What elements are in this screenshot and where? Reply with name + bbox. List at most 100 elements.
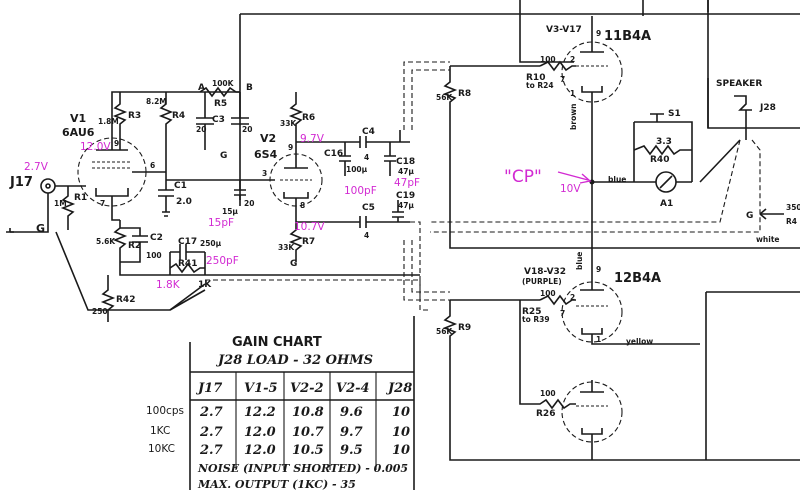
r26-label: R26 — [536, 409, 555, 419]
g-right-label: G — [746, 211, 753, 221]
c5-value: 4 — [364, 231, 369, 240]
v1-tube-type: 6AU6 — [62, 126, 95, 139]
r9-label: R9 — [458, 323, 471, 333]
r2-label: R2 — [128, 241, 141, 251]
c-small-label: 15µ — [222, 207, 238, 216]
top-rails — [239, 0, 800, 200]
gain-chart — [189, 316, 415, 490]
cell-r1-c1: 12.0 — [244, 425, 276, 440]
v3-pin1: 1 — [570, 89, 575, 98]
v18-pin7: 7 — [560, 309, 565, 318]
r1-resistor — [60, 186, 76, 230]
c2-label: C2 — [150, 233, 163, 243]
g-c3-label: G — [220, 151, 227, 161]
white-wire-label: white — [756, 235, 780, 244]
r3-value: 1.8M — [98, 117, 119, 126]
noise-note: NOISE (INPUT SHORTED) - 0.005 — [197, 462, 408, 475]
cell-r2-c3: 9.5 — [340, 443, 363, 458]
v1-pin6: 6 — [150, 161, 155, 170]
right-ground-arrow — [759, 208, 784, 220]
annotation-100pf: 100pF — [344, 185, 377, 197]
r26-tube — [519, 300, 623, 460]
r-right-label: R4 — [786, 217, 797, 226]
v1-pin5: 9 — [114, 139, 119, 148]
r3-label: R3 — [128, 111, 141, 121]
speaker-label: SPEAKER — [716, 79, 762, 89]
cell-r1-c3: 9.7 — [340, 425, 363, 440]
j17-connector — [6, 178, 86, 233]
cell-r2-c2: 10.5 — [292, 443, 324, 458]
r4-label: R4 — [172, 111, 185, 121]
c16-label: C16 — [324, 149, 343, 159]
annotation-12-0v: 12.0V — [80, 141, 111, 153]
r25-label: R25 — [522, 307, 541, 317]
c2-value: 100 — [146, 251, 162, 260]
cell-r2-c4: 10 — [392, 443, 410, 458]
r9-value: 56K — [436, 327, 453, 336]
r7-label: R7 — [302, 237, 315, 247]
annotation-10-7v: 10.7V — [294, 221, 325, 233]
r10-to: to R24 — [526, 81, 554, 90]
g-r7-label: G — [290, 259, 297, 269]
c4-label: C4 — [362, 127, 375, 137]
v3-pin2: 2 — [570, 55, 575, 64]
r5-value: 100K — [212, 79, 235, 88]
c1-value: 2.0 — [176, 197, 192, 207]
r8-r9 — [442, 65, 800, 461]
v3-pin7: 7 — [560, 75, 565, 84]
cell-r0-c2: 10.8 — [292, 405, 324, 420]
r40-value: 3.3 — [656, 137, 672, 147]
r6-label: R6 — [302, 113, 315, 123]
cell-r0-c0: 2.7 — [199, 405, 223, 420]
gain-chart-title: GAIN CHART — [232, 335, 322, 350]
blue-wire-label: blue — [608, 175, 626, 184]
purple-label: (PURPLE) — [522, 277, 562, 286]
r6-r7 — [288, 92, 304, 262]
annotation-9-7v: 9.7V — [300, 133, 325, 145]
coupling-caps — [296, 130, 410, 228]
cell-r0-c1: 12.2 — [244, 405, 276, 420]
j17-label: J17 — [9, 175, 33, 190]
col-header-v2-4: V2-4 — [336, 381, 370, 396]
col-header-j28: J28 — [385, 381, 412, 396]
cell-r0-c3: 9.6 — [340, 405, 363, 420]
r8-value: 56K — [436, 93, 453, 102]
max-output-note: MAX. OUTPUT (1KC) - 35 — [197, 478, 356, 491]
annotation-15pf: 15pF — [208, 217, 234, 229]
c1-label: C1 — [174, 181, 187, 191]
r1-value: 1M — [54, 199, 67, 208]
cell-r2-c0: 2.7 — [199, 443, 223, 458]
s1-label: S1 — [668, 109, 681, 119]
row-freq-1kc: 1KC — [150, 425, 170, 437]
v2-pin8: 8 — [300, 201, 305, 210]
r2-value: 5.6K — [96, 237, 116, 246]
c16-value: 100µ — [346, 165, 368, 174]
c5-label: C5 — [362, 203, 375, 213]
v2-pin3: 3 — [262, 169, 267, 178]
annotation-2-7v: 2.7V — [24, 161, 49, 173]
cell-r1-c4: 10 — [392, 425, 410, 440]
v18-label: V18-V32 — [524, 267, 566, 277]
g-left-label: G — [36, 222, 45, 235]
brown-wire-label: brown — [569, 104, 578, 131]
yellow-wire-label: yellow — [626, 337, 653, 346]
c1-capacitor — [158, 189, 174, 217]
v1-pin7: 7 — [100, 199, 105, 208]
col-header-j17: J17 — [195, 381, 222, 396]
c18-value: 47µ — [398, 167, 414, 176]
r3-r4-resistors — [111, 91, 240, 190]
a1-label: A1 — [660, 199, 673, 209]
r42-label: R42 — [116, 295, 135, 305]
r41-1k: 1K — [198, 280, 212, 290]
r5-c3 — [196, 86, 249, 150]
v3-pin9: 9 — [596, 29, 601, 38]
v18-pin2: 2 — [570, 293, 575, 302]
v18-tube-type: 12B4A — [614, 271, 661, 286]
v3-tube-type: 11B4A — [604, 29, 651, 44]
r-right-value: 350 — [786, 203, 800, 212]
interstage-wire — [166, 179, 275, 206]
v18-pin9: 9 — [596, 265, 601, 274]
r7-value: 33K — [278, 243, 295, 252]
r42-value: 250 — [92, 307, 108, 316]
